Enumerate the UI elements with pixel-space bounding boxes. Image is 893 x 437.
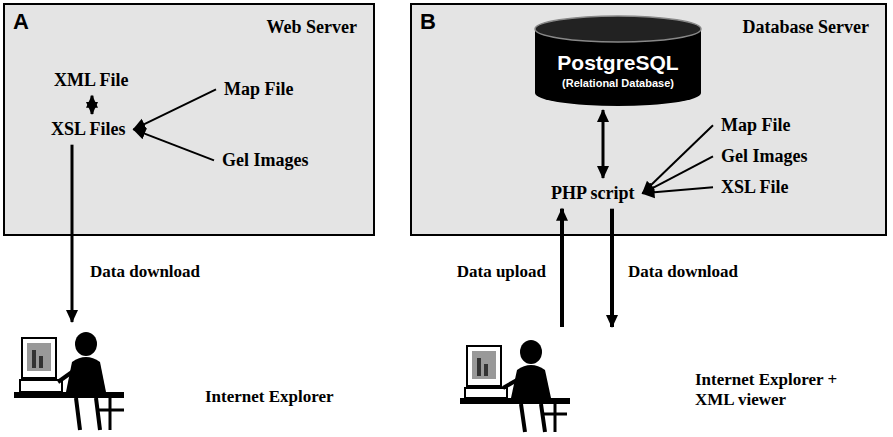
file-item: Map File [220,77,298,102]
chair [96,398,124,430]
flow-arrow [643,125,714,193]
arm [503,380,517,388]
node-label: XML File [54,70,129,91]
flow-arrow [643,187,714,193]
panel-letter: B [420,9,436,34]
head [520,340,542,364]
file-item: PHP script [547,181,639,206]
computer-base [465,388,507,398]
arm [58,372,72,382]
screen-bar [39,356,43,368]
arrow-label: Data download [626,262,740,282]
file-item: XML File [50,68,133,93]
file-item: Map File [717,113,795,138]
panel-title: Web Server [267,17,357,38]
node-label: Map File [224,79,294,100]
node-label: Internet Explorer [205,387,334,407]
desk [14,392,124,398]
desk [460,398,570,404]
screen-bar [32,350,36,368]
arrow-label: Data download [88,262,202,282]
flow-arrow [134,129,214,160]
client-computer: Internet Explorer [15,325,350,432]
node-label: Internet Explorer + XML viewer [695,370,845,409]
client-computer: Internet Explorer + XML viewer [455,330,880,434]
panel-title: Database Server [743,17,869,38]
user-icon [14,332,124,430]
flow-arrow [643,156,714,193]
server-panel: B Database ServerPostgreSQL (Relational Da… [410,3,887,236]
flow-arrow [560,209,564,327]
flow-arrow [602,110,605,178]
node-label: Gel Images [222,150,308,171]
screen-bar [477,358,481,376]
file-item: XSL File [717,175,793,200]
monitor-screen [472,351,496,379]
node-label: Map File [721,115,791,136]
arrow-label: Data upload [420,262,548,282]
screen-bar [484,364,488,376]
node-label: PostgreSQL [534,51,702,75]
file-item: Gel Images [717,144,811,169]
panel-ground [4,4,374,235]
node-label: XSL File [721,177,789,198]
node-label: XSL Files [51,119,126,140]
flow-arrow [71,145,74,322]
body [66,357,106,392]
node-label: Gel Images [721,146,807,167]
head [75,332,97,356]
node-label: PHP script [551,183,635,204]
node-label: (Relational Database) [534,77,702,90]
file-item: XSL Files [47,117,130,142]
user-icon [460,340,570,432]
computer-base [20,380,62,392]
panel-letter: A [13,9,29,34]
database-cylinder: PostgreSQL (Relational Database) [534,15,702,107]
file-item: Gel Images [218,148,312,173]
legs [76,398,100,430]
flow-arrow [134,89,216,129]
monitor [467,346,501,386]
cylinder-top [535,16,701,42]
flow-arrow [91,96,94,114]
monitor [22,338,56,378]
server-panel: A Web ServerXML FileXSL Files Map FileGel … [3,3,375,236]
flow-arrow [610,209,614,327]
legs [521,404,545,432]
panel-ground [411,4,886,235]
chair [541,404,567,432]
monitor-screen [27,343,51,371]
